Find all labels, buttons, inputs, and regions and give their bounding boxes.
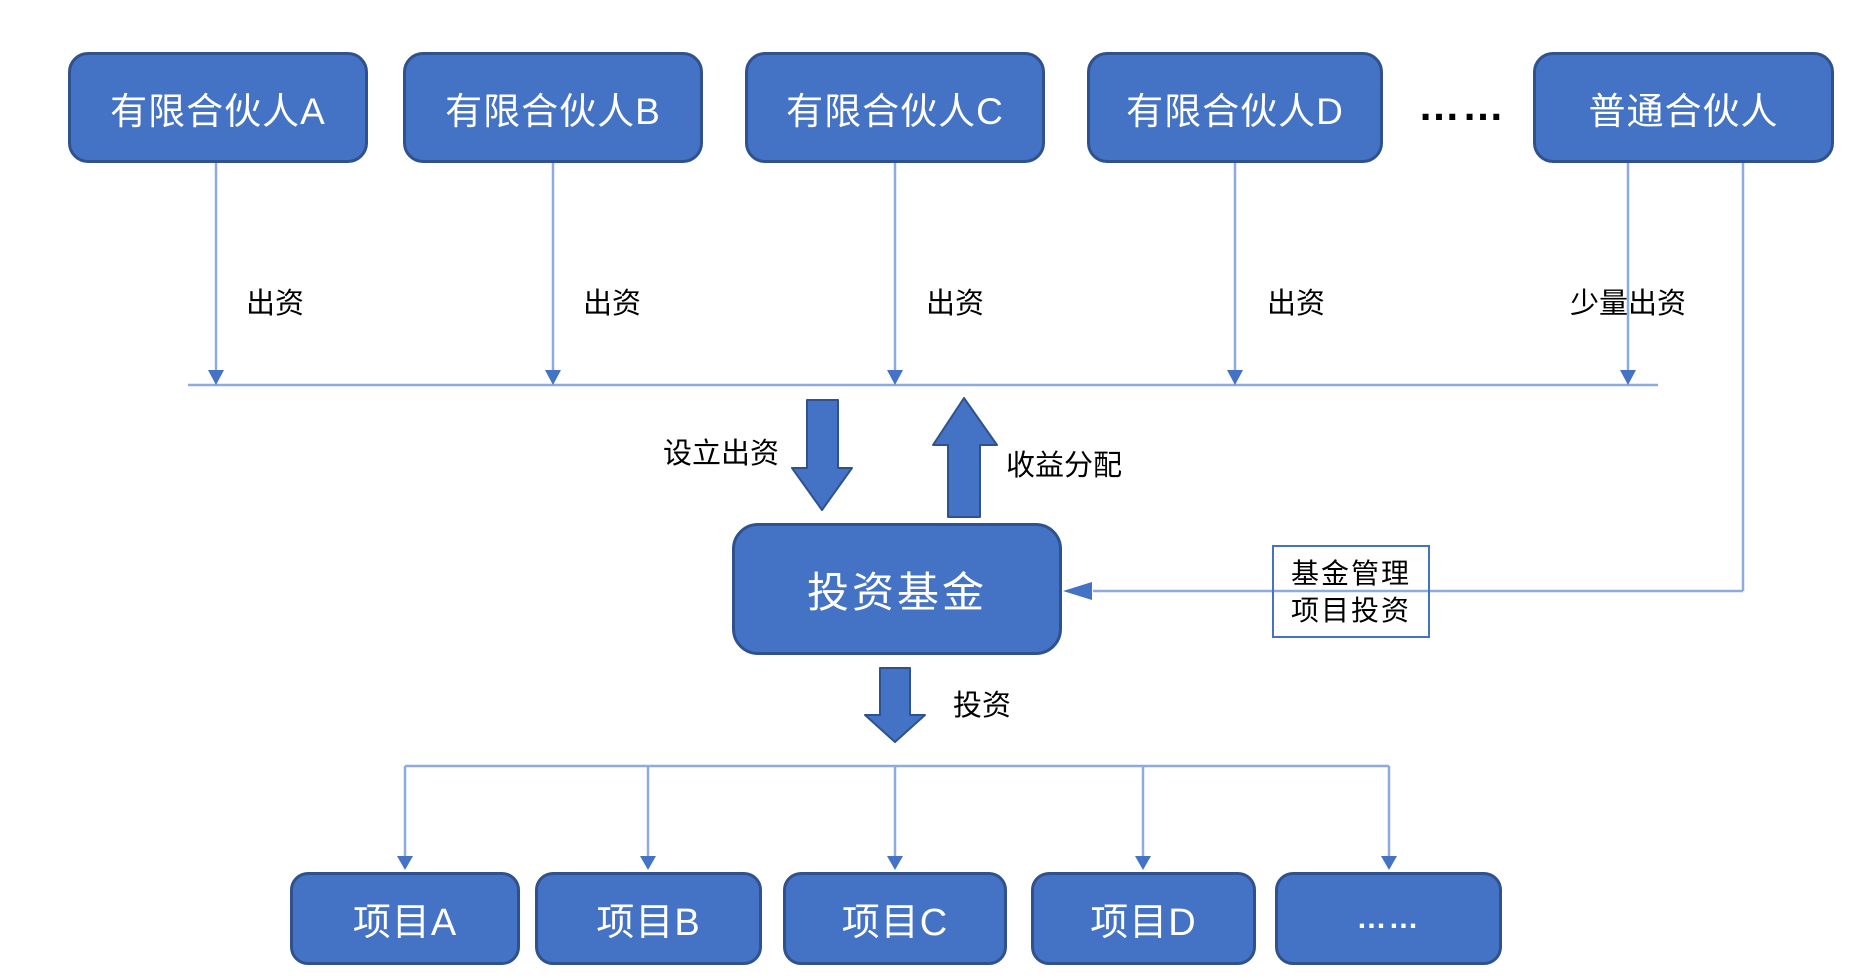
node-label: 普通合伙人 [1588, 90, 1779, 132]
arrowhead-project-b [640, 856, 656, 870]
arrowhead-project-c [887, 856, 903, 870]
label-contribution-c: 出资 [926, 288, 985, 320]
label-contribution-d: 出资 [1267, 288, 1326, 320]
arrowhead-management [1063, 582, 1092, 600]
label-contribution-a: 出资 [246, 288, 305, 320]
label-setup-contribution: 设立出资 [663, 438, 780, 470]
node-project-more: …… [1275, 872, 1502, 965]
node-limited-partner-b: 有限合伙人B [403, 52, 703, 163]
node-label: 有限合伙人C [786, 90, 1004, 132]
node-investment-fund: 投资基金 [732, 523, 1062, 655]
node-label: 项目C [841, 902, 949, 944]
arrow-profit-distribution [932, 397, 998, 518]
node-project-a: 项目A [290, 872, 520, 965]
note-line-2: 项目投资 [1290, 594, 1411, 626]
arrowhead-gp [1620, 370, 1636, 385]
node-label: 有限合伙人B [445, 90, 661, 132]
arrowhead-project-a [397, 856, 413, 870]
node-label: 项目B [596, 902, 701, 944]
label-contribution-b: 出资 [583, 288, 642, 320]
label-small-contribution: 少量出资 [1569, 288, 1687, 320]
arrow-investment [864, 667, 926, 743]
arrowhead-lp-c [887, 370, 903, 385]
node-project-b: 项目B [535, 872, 762, 965]
note-line-1: 基金管理 [1290, 557, 1411, 589]
node-general-partner: 普通合伙人 [1533, 52, 1834, 163]
node-label: 投资基金 [806, 568, 987, 616]
arrowhead-project-more [1381, 856, 1397, 870]
node-limited-partner-c: 有限合伙人C [745, 52, 1045, 163]
label-profit-distribution: 收益分配 [1006, 450, 1123, 482]
arrowhead-lp-d [1227, 370, 1243, 385]
arrowhead-lp-a [208, 370, 224, 385]
node-limited-partner-a: 有限合伙人A [68, 52, 368, 163]
top-ellipsis: …… [1418, 82, 1506, 129]
node-label: 有限合伙人A [110, 90, 326, 132]
node-project-d: 项目D [1031, 872, 1256, 965]
arrowhead-project-d [1135, 856, 1151, 870]
node-project-c: 项目C [783, 872, 1007, 965]
node-label: 有限合伙人D [1126, 90, 1344, 132]
node-label: 项目A [352, 902, 458, 944]
arrowhead-lp-b [545, 370, 561, 385]
bottom-ellipsis: …… [1356, 901, 1421, 935]
node-label: 项目D [1090, 902, 1197, 944]
label-investment: 投资 [953, 690, 1012, 722]
note-fund-management: 基金管理 项目投资 [1272, 545, 1430, 638]
node-limited-partner-d: 有限合伙人D [1087, 52, 1383, 163]
arrow-setup-contribution [791, 399, 853, 511]
